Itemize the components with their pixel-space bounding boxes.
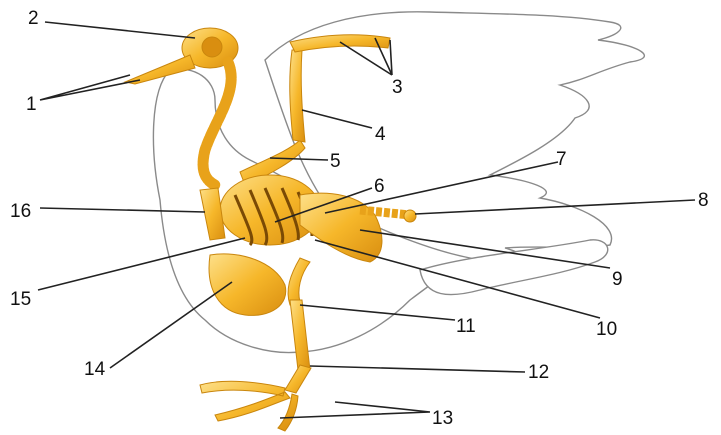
- label-8: 8: [698, 190, 709, 211]
- tarsometatarsus: [285, 365, 311, 393]
- label-14: 14: [84, 359, 106, 380]
- leader-13: [280, 402, 430, 418]
- label-16: 16: [10, 201, 31, 222]
- eye-socket: [202, 37, 222, 57]
- label-7: 7: [556, 149, 567, 170]
- label-9: 9: [612, 269, 623, 290]
- leader-1: [40, 75, 140, 100]
- label-4: 4: [375, 124, 386, 145]
- label-11: 11: [456, 316, 476, 337]
- label-12: 12: [528, 362, 549, 383]
- label-15: 15: [10, 289, 31, 310]
- label-10: 10: [596, 319, 617, 340]
- label-2: 2: [28, 8, 39, 29]
- pygostyle: [404, 210, 416, 222]
- leader-12: [310, 366, 525, 372]
- leader-2: [45, 22, 195, 38]
- label-1: 1: [26, 94, 37, 115]
- label-3: 3: [392, 77, 403, 98]
- label-5: 5: [330, 151, 341, 172]
- label-13: 13: [432, 408, 453, 429]
- label-6: 6: [374, 176, 385, 197]
- toes: [200, 381, 298, 431]
